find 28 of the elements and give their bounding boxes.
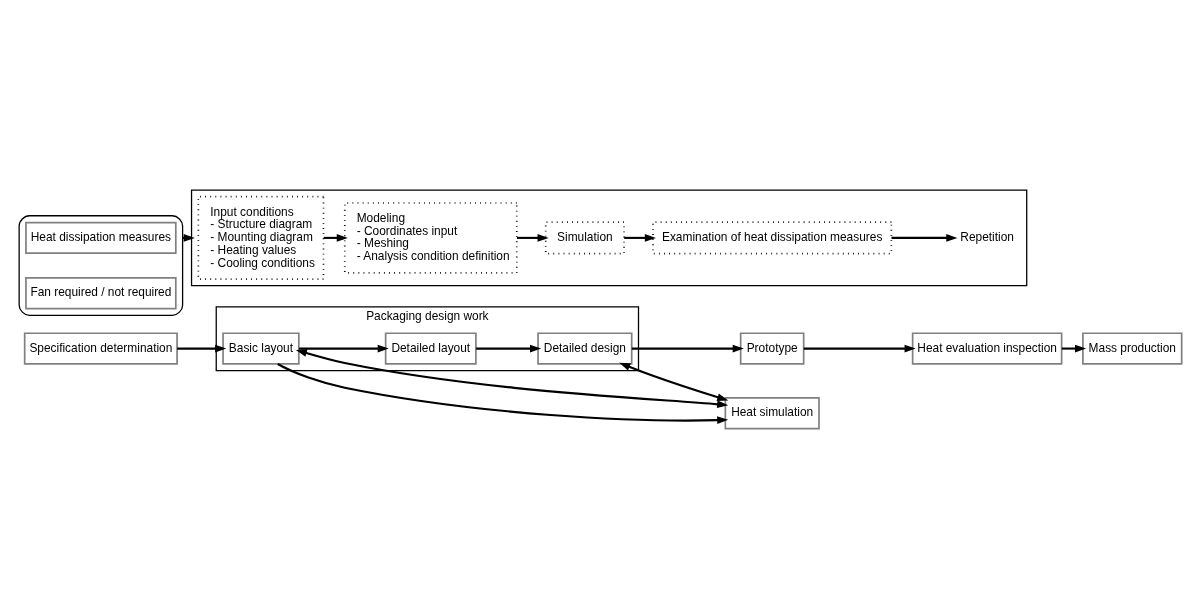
node-box: Heat evaluation inspection [911, 332, 1063, 365]
arrow [295, 349, 729, 409]
node-box: Input conditions - Structure diagram - Mounting diagram - Heating values - Cooling conditions [197, 195, 325, 281]
node-box: Examination of heat dissipation measures [652, 221, 893, 255]
arrow [803, 344, 916, 353]
node-box: Modeling - Coordinates input - Meshing - Analysis condition definition [343, 202, 518, 274]
arrow [631, 344, 744, 353]
arrow [624, 234, 656, 242]
arrow [619, 362, 729, 401]
arrow [476, 344, 542, 353]
node-text: Repetition [960, 230, 1014, 245]
arrow [299, 344, 389, 353]
node-box: Heat dissipation measures [25, 221, 177, 255]
node-box: Heat simulation [724, 397, 820, 430]
node-box: Prototype [739, 332, 805, 365]
cluster [18, 215, 184, 316]
arrow [277, 363, 729, 425]
arrow [177, 344, 227, 353]
arrow [516, 234, 549, 242]
node-box: Specification determination [23, 332, 178, 365]
arrow [891, 234, 958, 242]
node-box: Detailed design [537, 332, 633, 365]
node-box: Mass production [1082, 332, 1183, 365]
cluster [190, 189, 1028, 287]
node-box: Fan required / not required [25, 277, 177, 310]
node-box: Simulation [544, 221, 625, 255]
node-box: Detailed layout [384, 332, 477, 365]
node-box: Basic layout [222, 332, 300, 365]
